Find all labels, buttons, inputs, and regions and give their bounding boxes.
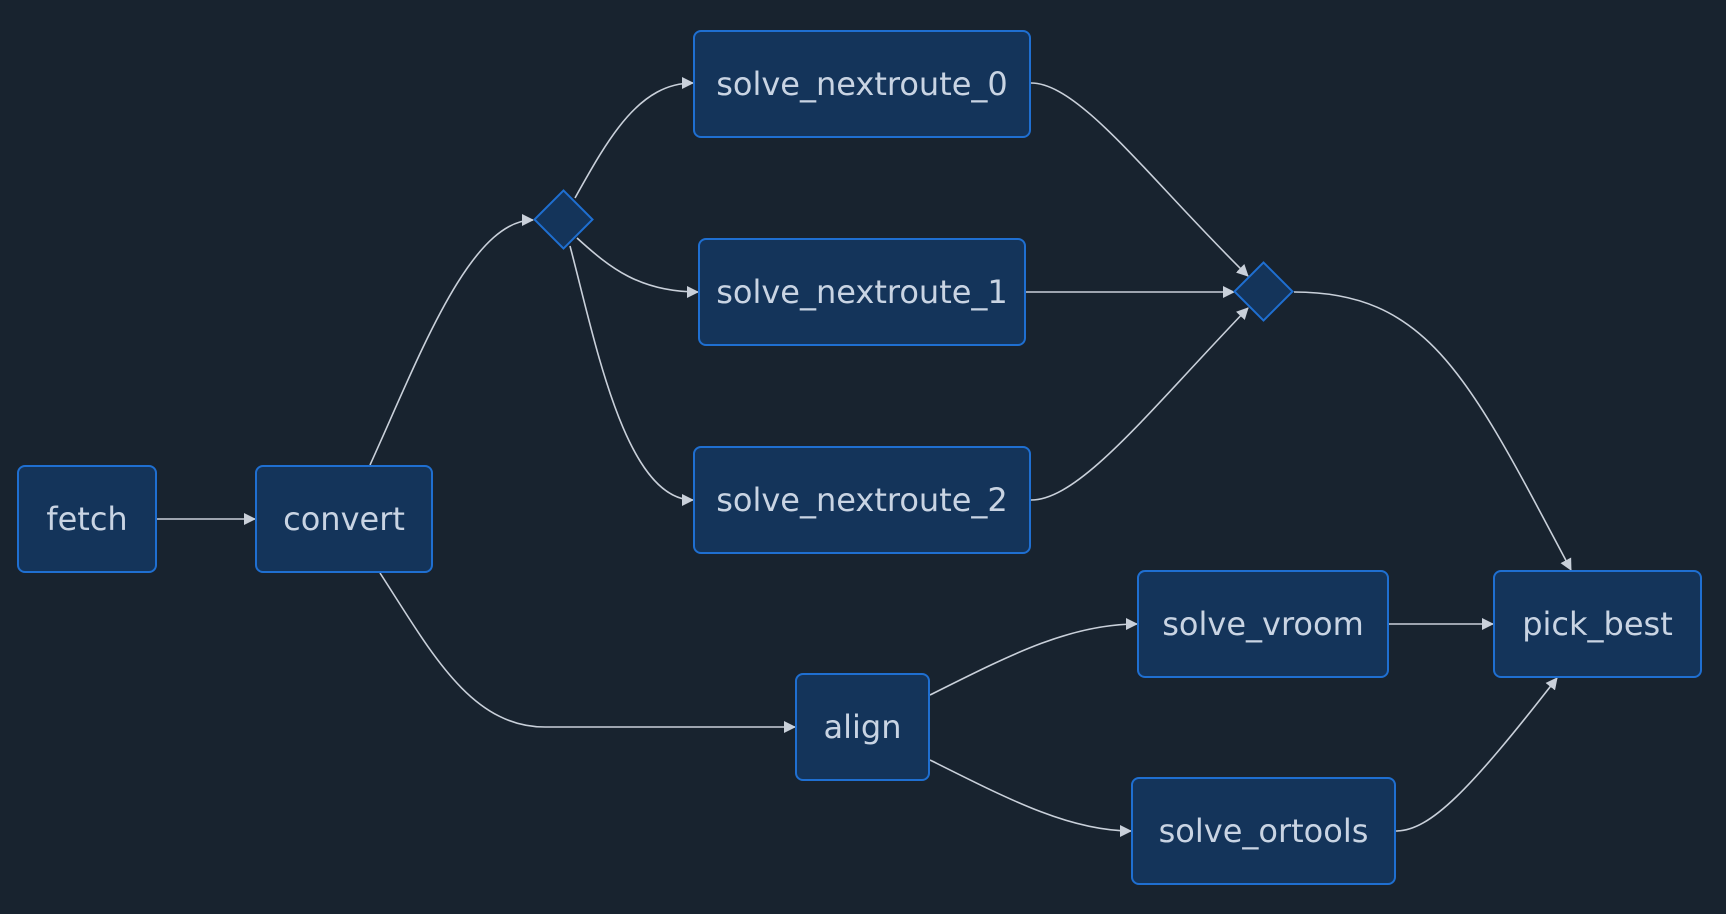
edge-align-solve-ortools: [929, 759, 1132, 837]
node-solve-nextroute-2-label: solve_nextroute_2: [716, 481, 1008, 519]
edge-fork-gate-solve-nextroute-0: [574, 77, 694, 199]
edge-align-solve-vroom: [929, 618, 1138, 696]
edge-fork-gate-solve-nextroute-2: [569, 245, 694, 506]
edge-fork-gate-solve-nextroute-1: [576, 237, 699, 298]
edge-convert-fork-gate: [369, 214, 534, 466]
edge-solve-nextroute-2-join-gate: [1030, 307, 1249, 501]
node-solve-nextroute-0-label: solve_nextroute_0: [716, 65, 1008, 103]
node-fetch-label: fetch: [46, 500, 128, 538]
node-solve-nextroute-2[interactable]: solve_nextroute_2: [693, 446, 1031, 554]
edge-convert-align: [379, 572, 796, 733]
node-convert-label: convert: [283, 500, 405, 538]
node-solve-vroom[interactable]: solve_vroom: [1137, 570, 1389, 678]
node-solve-nextroute-1-label: solve_nextroute_1: [716, 273, 1008, 311]
node-align-label: align: [823, 708, 902, 746]
edge-solve-nextroute-0-join-gate: [1030, 82, 1249, 277]
node-fetch[interactable]: fetch: [17, 465, 157, 573]
node-align[interactable]: align: [795, 673, 930, 781]
node-solve-ortools[interactable]: solve_ortools: [1131, 777, 1396, 885]
node-solve-vroom-label: solve_vroom: [1162, 605, 1364, 643]
node-pick-best-label: pick_best: [1522, 605, 1673, 643]
node-solve-nextroute-0[interactable]: solve_nextroute_0: [693, 30, 1031, 138]
node-solve-nextroute-1[interactable]: solve_nextroute_1: [698, 238, 1026, 346]
node-pick-best[interactable]: pick_best: [1493, 570, 1702, 678]
node-solve-ortools-label: solve_ortools: [1158, 812, 1369, 850]
edge-join-gate-pick-best: [1293, 291, 1572, 571]
node-convert[interactable]: convert: [255, 465, 433, 573]
edge-solve-ortools-pick-best: [1395, 677, 1558, 832]
